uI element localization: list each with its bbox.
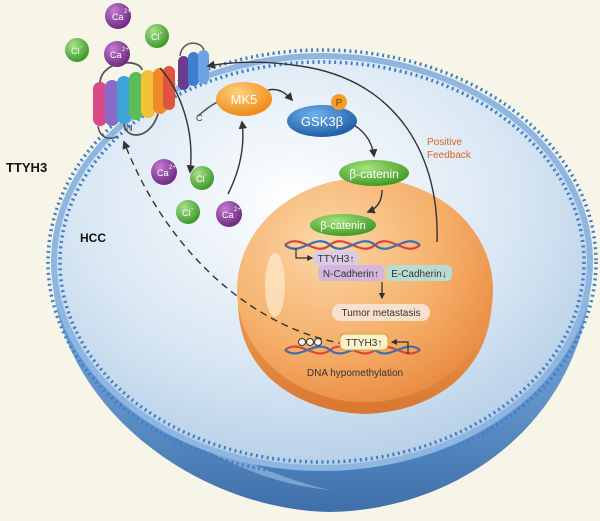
n-term-label: N (126, 123, 133, 133)
ttyh3-promoter-box: TTYH3↑ (339, 333, 389, 351)
ttyh3-channel-left (93, 61, 175, 140)
ion-ca-outside-1: Ca 2+ (105, 3, 131, 29)
ttyh3-promoter-label: TTYH3↑ (346, 338, 383, 349)
nucleus-body (237, 178, 493, 402)
e-cadherin-label: E-Cadherin↓ (391, 269, 447, 280)
beta-catenin-cyto-label: β-catenin (349, 167, 399, 181)
positive-label: Positive (427, 137, 462, 148)
ion-cl-charge: - (191, 206, 194, 213)
arrow-dna-to-ttyh3 (295, 248, 314, 261)
hcc-label: HCC (80, 231, 106, 245)
phospho-badge (331, 94, 347, 110)
gsk3b-node: GSK3β P (287, 94, 357, 137)
nucleus-highlight (265, 253, 285, 317)
ion-cl-label: Cl (151, 32, 160, 42)
arrow-positive-feedback (206, 60, 438, 243)
ttyh3-up-label: TTYH3↑ (318, 254, 355, 265)
ion-cl-inside-2: Cl - (176, 200, 200, 224)
beta-catenin-cyto-node: β-catenin (339, 160, 409, 186)
ion-ca-label: Ca (110, 50, 122, 60)
arrow-ttyh3-membrane-return (122, 140, 346, 345)
ion-ca-charge: 2+ (124, 9, 131, 15)
tumor-metastasis-box: Tumor metastasis (332, 304, 430, 321)
ion-cl-label: Cl (196, 174, 205, 184)
ion-ca-label: Ca (222, 210, 234, 220)
tumor-metastasis-label: Tumor metastasis (341, 308, 420, 319)
ion-ca-label: Ca (112, 12, 124, 22)
arrow-bcatenin-to-nucleus (366, 189, 383, 214)
phospho-label: P (336, 98, 343, 109)
arrow-mk5-to-gsk3b (267, 88, 294, 102)
ttyh3-side-label: TTYH3 (6, 160, 47, 175)
ttyh3-channel-right (178, 42, 209, 90)
beta-catenin-nuc-node: β-catenin (310, 214, 376, 236)
ion-cl-outside-2: Cl - (65, 38, 89, 62)
cell-membrane-inner (58, 60, 586, 464)
beta-catenin-nuc-label: β-catenin (320, 220, 365, 232)
ion-ca-charge: 2+ (169, 165, 176, 171)
mk5-node: MK5 (216, 82, 272, 116)
cell-membrane-outer (46, 48, 598, 476)
ion-ca-outside-2: Ca 2+ (104, 41, 130, 67)
ion-ca-charge: 2+ (122, 47, 129, 53)
ion-ca-charge: 2+ (234, 207, 241, 213)
feedback-label: Feedback (427, 150, 472, 161)
ion-cl-charge: - (205, 172, 208, 179)
c-term-label: C (196, 113, 203, 123)
ion-cl-charge: - (160, 30, 163, 37)
ion-cl-outside-1: Cl - (145, 24, 169, 48)
ion-cl-inside-1: Cl - (190, 166, 214, 190)
dna-helix-upper (284, 240, 421, 250)
mk5-label: MK5 (231, 92, 258, 107)
gsk3b-label: GSK3β (301, 114, 343, 129)
nucleus (237, 178, 493, 414)
ion-ca-label: Ca (157, 168, 169, 178)
ion-ca-inside-1: Ca 2+ (151, 159, 177, 185)
cell-membrane-tails (51, 53, 593, 471)
ion-cl-charge: - (80, 44, 83, 51)
ion-ca-inside-2: Ca 2+ (216, 201, 242, 227)
dna-hypomethylation-label: DNA hypomethylation (307, 368, 403, 379)
ttyh3-up-box: TTYH3↑ (313, 251, 359, 266)
ion-cl-label: Cl (71, 46, 80, 56)
n-cadherin-label: N-Cadherin↑ (323, 269, 379, 280)
arrow-ions-in (159, 67, 195, 174)
arrow-ions-to-mk5 (227, 120, 248, 195)
ion-cl-label: Cl (182, 208, 191, 218)
methylation-marks (298, 338, 322, 346)
cadherin-row: N-Cadherin↑ E-Cadherin↓ (318, 265, 452, 281)
arrow-promoter-to-ttyh3 (390, 339, 409, 354)
